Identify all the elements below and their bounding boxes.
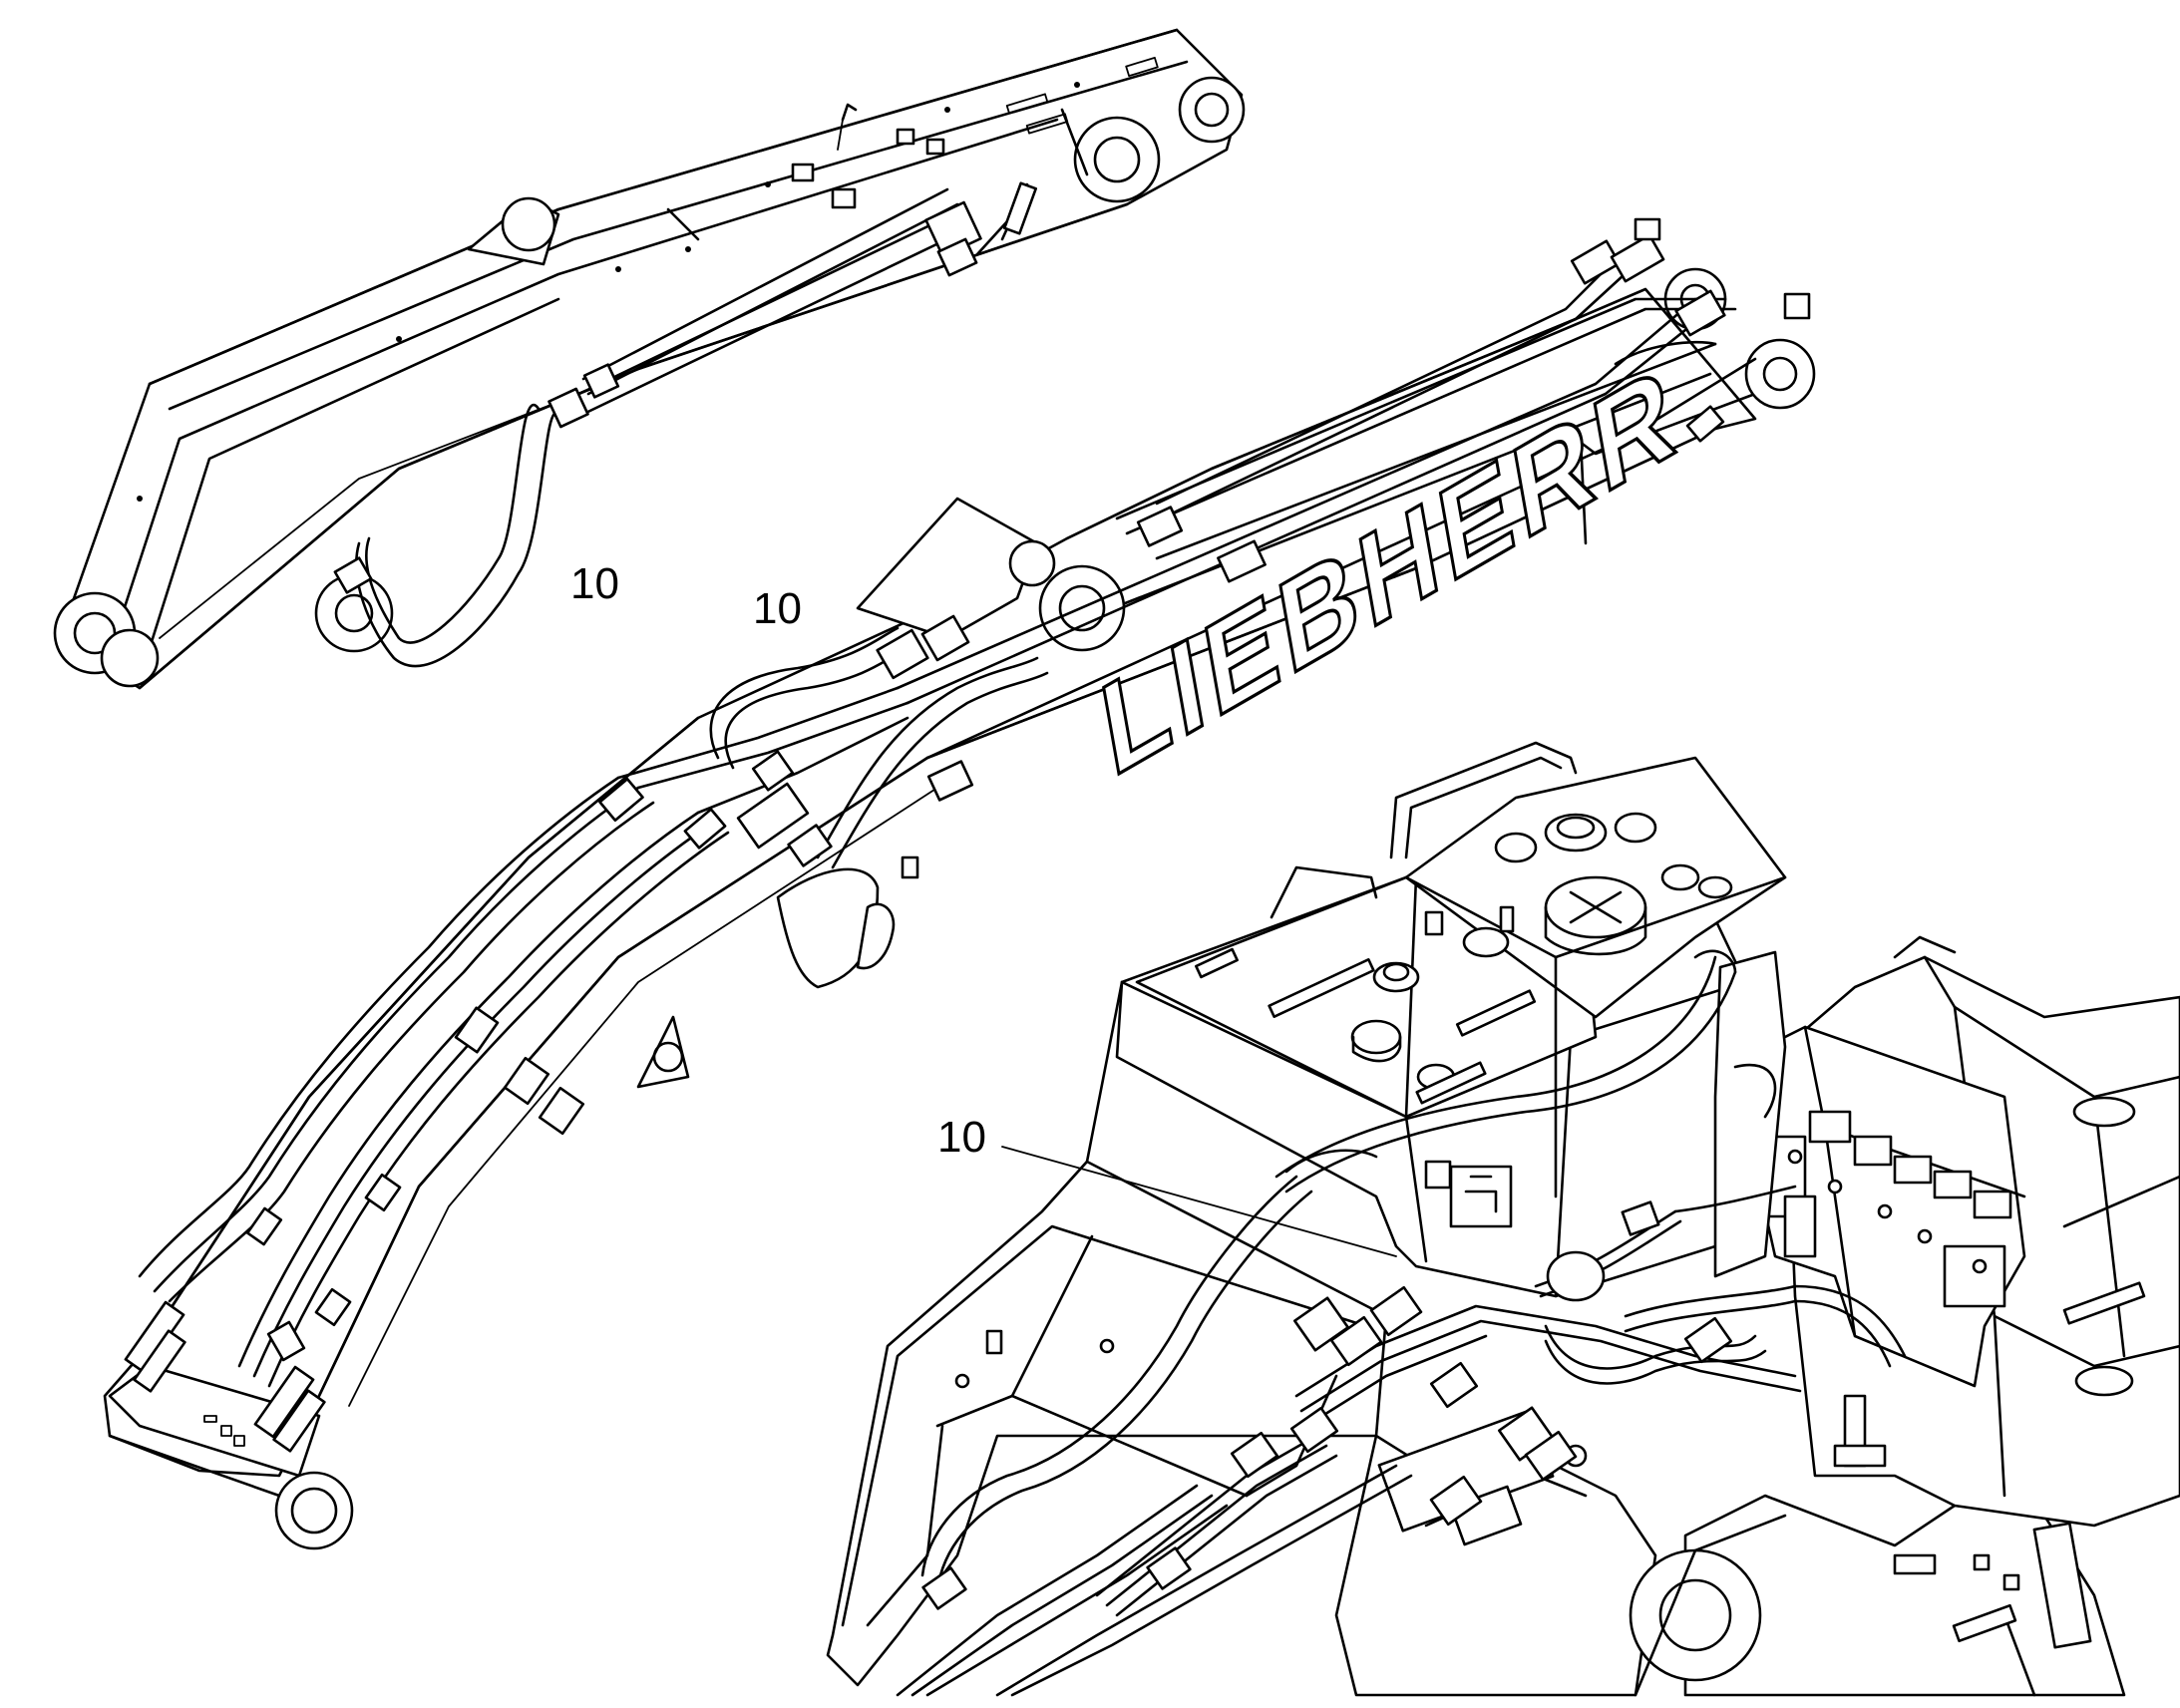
callout-label-stick-hose: 10	[570, 559, 619, 608]
callout-label-boom-hose: 10	[753, 584, 802, 633]
callout-label-tank-hose: 10	[937, 1113, 986, 1162]
uppercarriage	[826, 741, 2180, 1697]
stick-arm	[53, 28, 1246, 690]
callout-leader-tank-hose	[1001, 1146, 1397, 1257]
